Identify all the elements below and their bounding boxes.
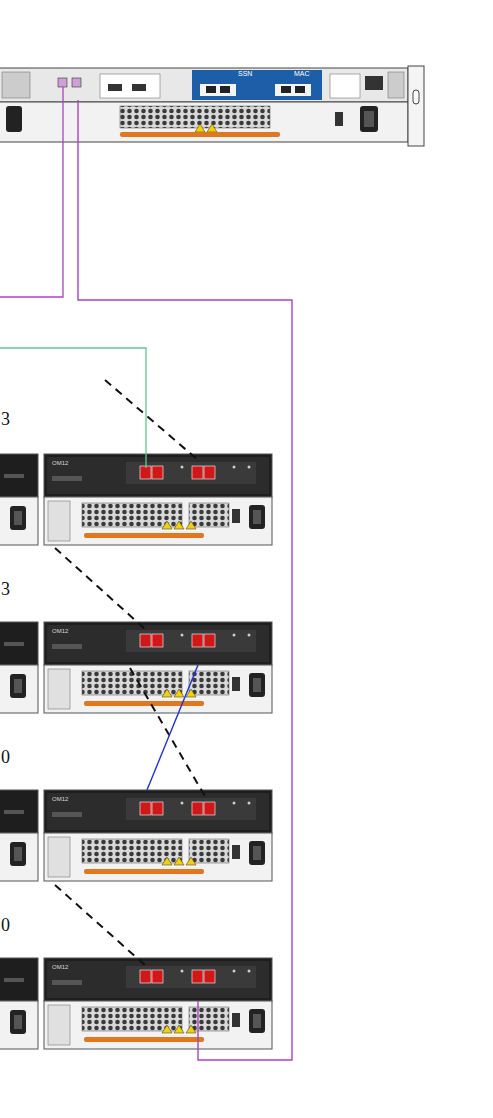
shelf-id: 3 [1, 410, 10, 428]
module-label: OM12 [52, 796, 68, 802]
shelf-id: 0 [1, 748, 10, 766]
module-label: OM12 [52, 964, 68, 970]
shelf-id: 0 [1, 916, 10, 934]
module-label: MAC [294, 70, 310, 77]
io-module: OM12 [44, 958, 272, 1001]
module-label: OM12 [52, 460, 68, 466]
io-module: OM12 [44, 622, 272, 665]
sas-cable [147, 665, 198, 790]
module-label: OM12 [52, 628, 68, 634]
io-module: OM12 [44, 454, 272, 497]
io-module: OM12 [44, 790, 272, 833]
sas-cable [78, 100, 292, 1060]
controller-module: SSN MAC [0, 68, 405, 100]
shelf-id: 3 [1, 580, 10, 598]
module-label: SSN [238, 70, 252, 77]
